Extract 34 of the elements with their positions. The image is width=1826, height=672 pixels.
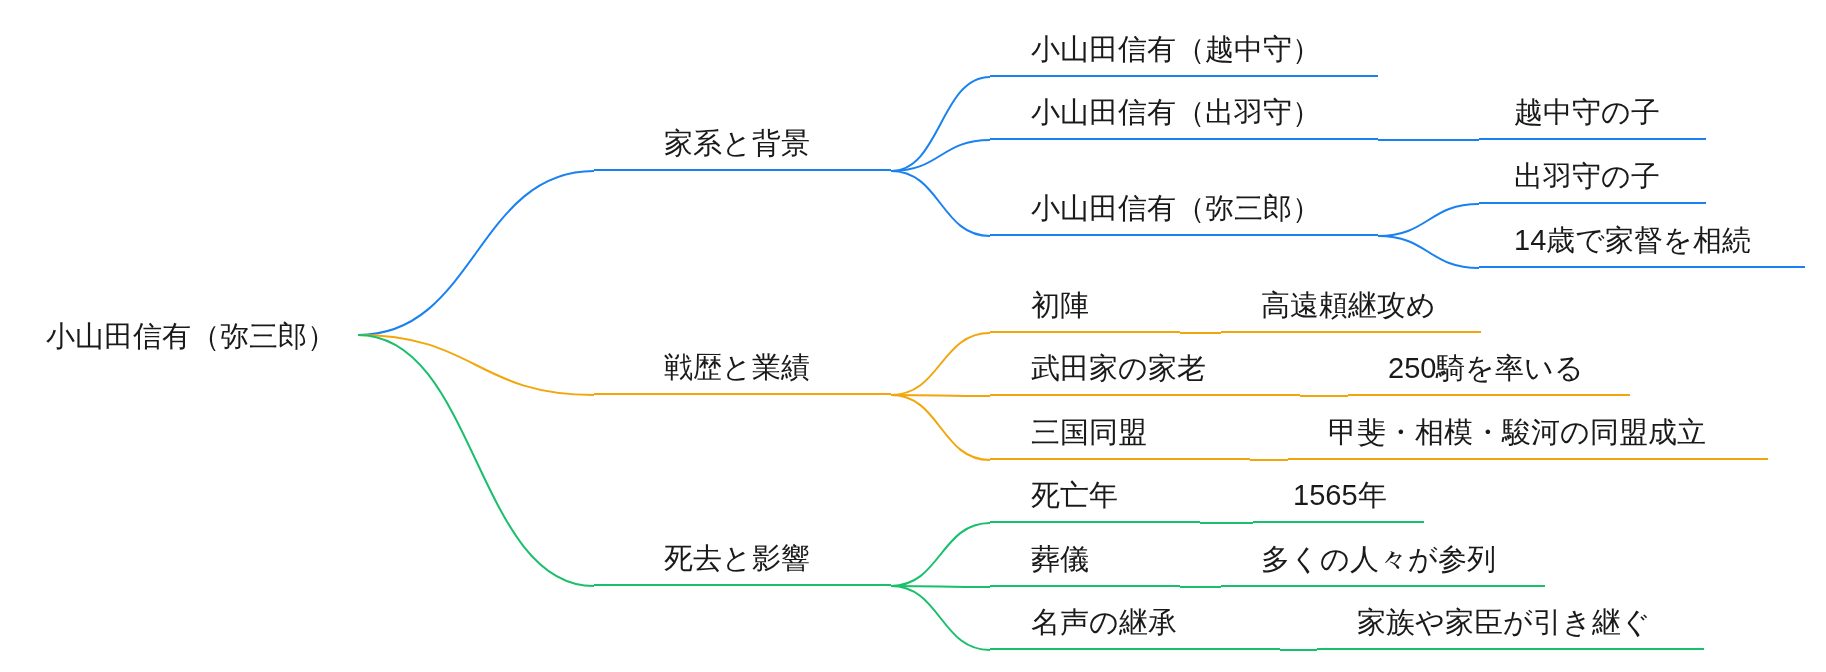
topic-label: 高遠頼継攻め <box>1261 288 1436 323</box>
topic-label: 甲斐・相模・駿河の同盟成立 <box>1328 415 1706 450</box>
connector-line <box>890 394 991 461</box>
topic-label: 出羽守の子 <box>1514 159 1660 194</box>
connector-line <box>357 334 595 587</box>
topic-label: 死去と影響 <box>664 541 810 576</box>
topic-label: 三国同盟 <box>1031 415 1147 450</box>
topic-label: 家族や家臣が引き継ぐ <box>1357 605 1651 640</box>
topic-label: 小山田信有（出羽守） <box>1031 95 1321 130</box>
topic-label: 14歳で家督を相続 <box>1514 223 1752 258</box>
topic-label: 初陣 <box>1031 288 1089 323</box>
topic-label: 250騎を率いる <box>1388 351 1585 386</box>
connector-line <box>1179 332 1222 334</box>
connector-line <box>1179 586 1222 588</box>
root-topic-label: 小山田信有（弥三郎） <box>40 313 358 361</box>
topic-label: 葬儀 <box>1031 542 1089 577</box>
connector-line <box>1249 459 1289 461</box>
topic-label: 戦歴と業績 <box>664 350 810 385</box>
topic-label: 死亡年 <box>1031 478 1118 513</box>
connector-line <box>1377 139 1480 141</box>
connector-line <box>1279 649 1318 651</box>
topic-label: 小山田信有（弥三郎） <box>1031 191 1321 226</box>
connector-line <box>890 170 991 237</box>
topic-label: 武田家の家老 <box>1031 351 1206 386</box>
connector-line <box>1299 395 1349 397</box>
topic-label: 1565年 <box>1293 478 1387 513</box>
topic-label: 名声の継承 <box>1031 605 1177 640</box>
connector-line <box>1377 235 1480 269</box>
connector-line <box>1199 522 1254 524</box>
topic-label: 家系と背景 <box>664 126 810 161</box>
topic-label: 小山田信有（越中守） <box>1031 32 1321 67</box>
topic-label: 多くの人々が参列 <box>1261 542 1496 577</box>
connector-line <box>890 585 991 651</box>
topic-label: 越中守の子 <box>1514 95 1660 130</box>
